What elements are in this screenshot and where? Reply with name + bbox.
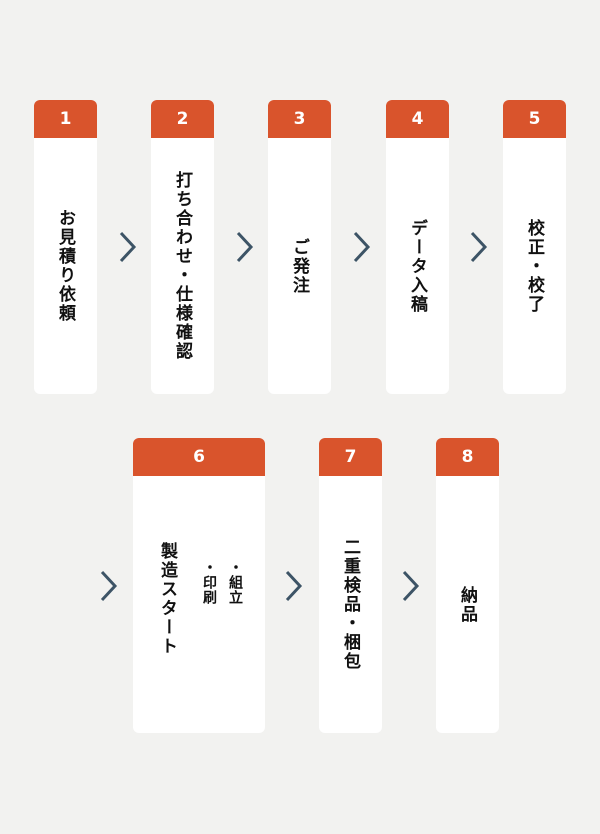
step-number: 2 xyxy=(151,100,214,138)
chevron-right-icon xyxy=(353,231,371,263)
chevron-right-icon xyxy=(100,570,118,602)
step-title: お見積り依頼 xyxy=(55,209,75,323)
step-number: 7 xyxy=(319,438,382,476)
step-card-5: 5 校正・校了 xyxy=(503,100,566,394)
step-number: 4 xyxy=(386,100,449,138)
step-title: 二重検品・梱包 xyxy=(340,538,360,671)
step-number: 3 xyxy=(268,100,331,138)
step-title: ご発注 xyxy=(289,237,309,295)
step-card-8: 8 納品 xyxy=(436,438,499,733)
step-sub-item: ・印刷 xyxy=(201,560,217,605)
step-title: 校正・校了 xyxy=(524,218,544,314)
chevron-right-icon xyxy=(236,231,254,263)
step-card-6: 6 製造スタート ・印刷 ・組立 xyxy=(133,438,265,733)
chevron-right-icon xyxy=(470,231,488,263)
step-card-3: 3 ご発注 xyxy=(268,100,331,394)
step-card-7: 7 二重検品・梱包 xyxy=(319,438,382,733)
step-title: 納品 xyxy=(457,585,477,624)
step-card-4: 4 データ入稿 xyxy=(386,100,449,394)
chevron-right-icon xyxy=(119,231,137,263)
step-number: 1 xyxy=(34,100,97,138)
step-sub-item: ・組立 xyxy=(227,560,243,605)
chevron-right-icon xyxy=(402,570,420,602)
step-title: 打ち合わせ・仕様確認 xyxy=(172,171,192,361)
step-title: 製造スタート xyxy=(157,542,177,656)
step-number: 8 xyxy=(436,438,499,476)
step-number: 6 xyxy=(133,438,265,476)
step-number: 5 xyxy=(503,100,566,138)
step-card-1: 1 お見積り依頼 xyxy=(34,100,97,394)
chevron-right-icon xyxy=(285,570,303,602)
step-card-2: 2 打ち合わせ・仕様確認 xyxy=(151,100,214,394)
step-title: データ入稿 xyxy=(407,218,427,314)
